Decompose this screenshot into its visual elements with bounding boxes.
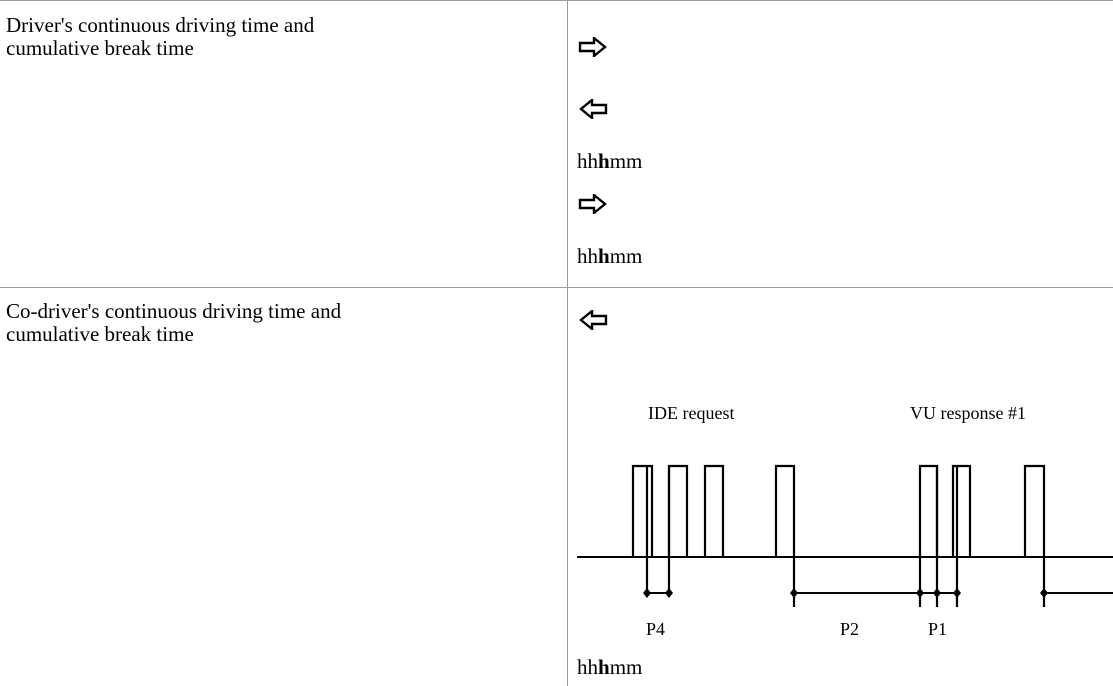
column-divider	[567, 0, 568, 686]
right-arrow-icon	[578, 37, 607, 57]
time-format-3: hhhmm	[577, 655, 643, 679]
period-dots	[643, 588, 1048, 598]
left-arrow-icon	[579, 310, 608, 330]
period-p4-label: P4	[646, 619, 665, 639]
period-p2-label: P2	[840, 619, 859, 639]
row-divider	[0, 287, 1113, 288]
row-1-label-line2: cumulative break time	[6, 36, 194, 60]
period-p1-label: P1	[928, 619, 947, 639]
table-top-border	[0, 0, 1113, 1]
response-pulses	[918, 464, 1046, 557]
row-1-label-line1: Driver's continuous driving time and	[6, 13, 315, 37]
response-ticks	[918, 466, 1046, 607]
vu-response-label: VU response #1	[910, 403, 1026, 423]
time-format-2: hhhmm	[577, 244, 643, 268]
timing-diagram: IDE request VU response #1	[577, 403, 1113, 639]
right-arrow-icon	[578, 194, 607, 214]
time-format-1: hhhmm	[577, 149, 643, 173]
row-2-label-line2: cumulative break time	[6, 322, 194, 346]
row-1-label: Driver's continuous driving time and cum…	[6, 14, 556, 60]
request-pulses	[631, 464, 796, 557]
row-2-label: Co-driver's continuous driving time and …	[6, 300, 556, 346]
left-arrow-icon	[579, 99, 608, 119]
request-ticks	[645, 466, 796, 607]
ide-request-label: IDE request	[648, 403, 734, 423]
row-2-label-line1: Co-driver's continuous driving time and	[6, 299, 342, 323]
